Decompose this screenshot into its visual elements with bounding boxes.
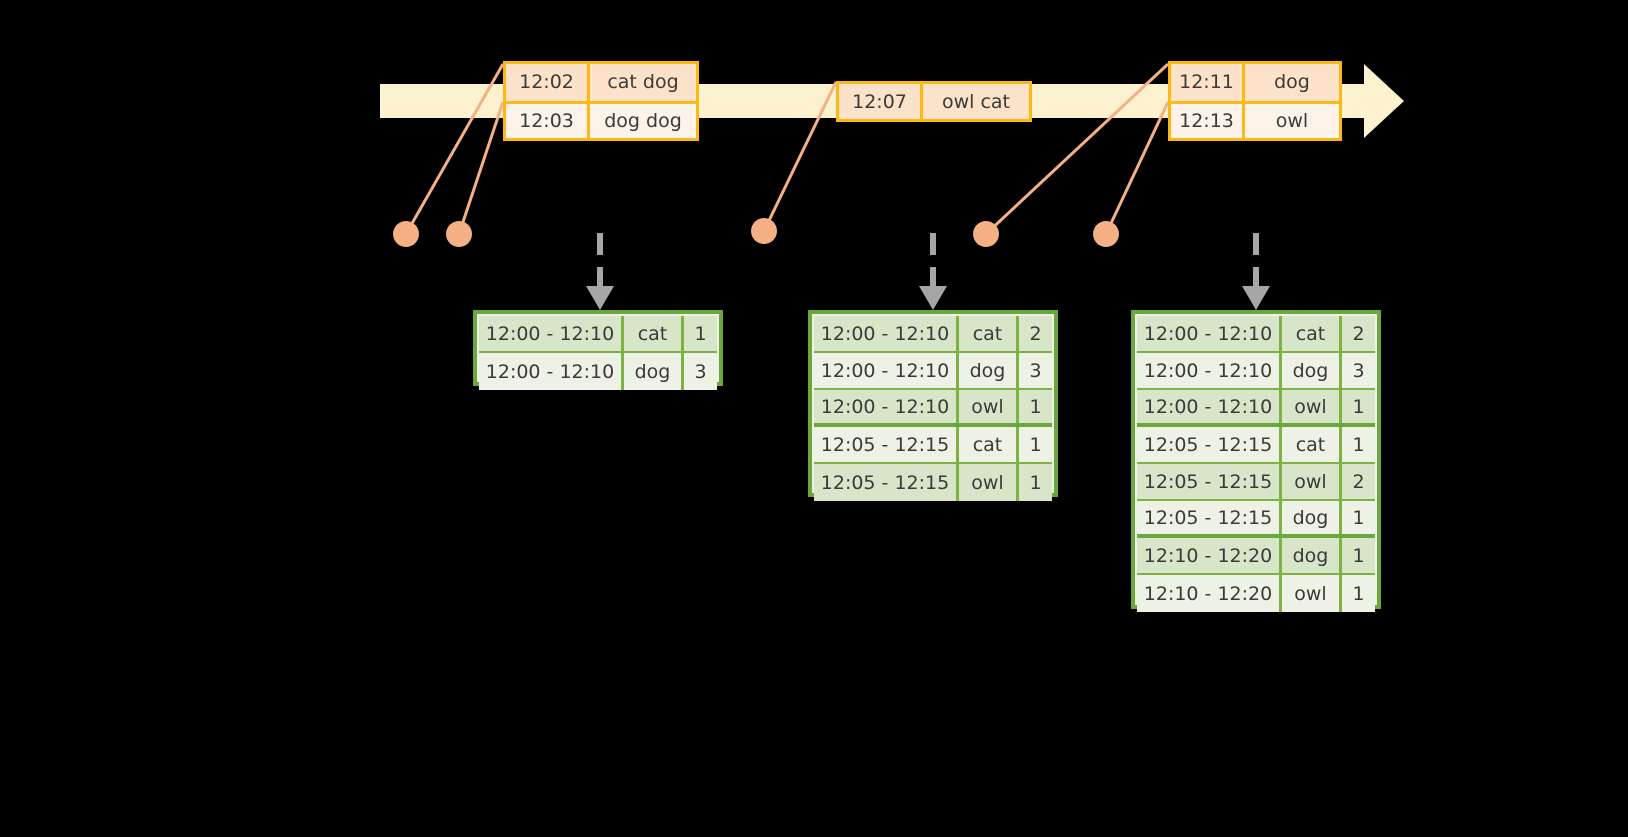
cell-count: 3 xyxy=(694,360,707,383)
cell-count: 2 xyxy=(1352,322,1365,345)
event-row[interactable]: 12:02 cat dog xyxy=(506,64,696,101)
dashed-arrow-heads xyxy=(586,286,1270,310)
cell-key: dog xyxy=(959,353,1019,388)
cell-key: owl xyxy=(1282,464,1342,499)
event-value: owl cat xyxy=(941,90,1011,113)
cell-window: 12:00 - 12:10 xyxy=(814,316,959,351)
cell-key: cat xyxy=(1282,316,1342,351)
cell-count: 1 xyxy=(1352,395,1365,418)
event-time: 12:07 xyxy=(839,84,923,119)
event-row[interactable]: 12:03 dog dog xyxy=(506,100,696,138)
event-value: dog xyxy=(1274,71,1310,94)
cell-window: 12:00 - 12:10 xyxy=(479,353,624,390)
cell-window: 12:00 - 12:10 xyxy=(814,390,959,423)
cell-key: cat xyxy=(959,427,1019,462)
event-group-2[interactable]: 12:07 owl cat xyxy=(836,81,1032,122)
cell-count: 1 xyxy=(1352,506,1365,529)
cell-key: cat xyxy=(624,316,684,351)
event-time: 12:13 xyxy=(1171,103,1245,138)
cell-window: 12:05 - 12:15 xyxy=(814,427,959,462)
dot-1213 xyxy=(1093,221,1119,247)
cell-key: dog xyxy=(1282,501,1342,534)
event-value: dog dog xyxy=(604,109,682,132)
cell-key: dog xyxy=(1282,353,1342,388)
cell-window: 12:05 - 12:15 xyxy=(1137,501,1282,534)
dot-1203 xyxy=(446,221,472,247)
cell-key: dog xyxy=(1282,538,1342,573)
cell-count: 1 xyxy=(1352,544,1365,567)
event-group-3[interactable]: 12:11 dog 12:13 owl xyxy=(1168,61,1342,141)
event-value: owl xyxy=(1275,109,1309,132)
event-row[interactable]: 12:13 owl xyxy=(1171,100,1339,138)
cell-count: 1 xyxy=(1352,582,1365,605)
cell-window: 12:05 - 12:15 xyxy=(814,464,959,501)
cell-key: cat xyxy=(1282,427,1342,462)
event-row[interactable]: 12:11 dog xyxy=(1171,64,1339,101)
cell-window: 12:10 - 12:20 xyxy=(1137,575,1282,612)
cell-window: 12:00 - 12:10 xyxy=(1137,353,1282,388)
dashed-arrows xyxy=(597,233,1259,288)
cell-count: 1 xyxy=(1352,433,1365,456)
event-time: 12:03 xyxy=(506,103,590,138)
cell-count: 1 xyxy=(1029,395,1042,418)
cell-key: owl xyxy=(959,464,1019,501)
event-time: 12:11 xyxy=(1171,64,1245,101)
cell-count: 1 xyxy=(1029,471,1042,494)
cell-window: 12:00 - 12:10 xyxy=(814,353,959,388)
cell-key: owl xyxy=(1282,575,1342,612)
cell-window: 12:00 - 12:10 xyxy=(1137,390,1282,423)
event-value: cat dog xyxy=(607,71,679,94)
cell-window: 12:05 - 12:15 xyxy=(1137,427,1282,462)
cell-count: 2 xyxy=(1352,470,1365,493)
cell-key: dog xyxy=(624,353,684,390)
cell-window: 12:00 - 12:10 xyxy=(479,316,624,351)
cell-count: 1 xyxy=(1029,433,1042,456)
dot-1202 xyxy=(393,221,419,247)
dot-1207 xyxy=(751,218,777,244)
cell-key: owl xyxy=(959,390,1019,423)
cell-count: 3 xyxy=(1029,359,1042,382)
cell-window: 12:10 - 12:20 xyxy=(1137,538,1282,573)
cell-window: 12:05 - 12:15 xyxy=(1137,464,1282,499)
event-time: 12:02 xyxy=(506,64,590,101)
event-row[interactable]: 12:07 owl cat xyxy=(839,84,1029,119)
cell-key: owl xyxy=(1282,390,1342,423)
cell-count: 2 xyxy=(1029,322,1042,345)
event-group-1[interactable]: 12:02 cat dog 12:03 dog dog xyxy=(503,61,699,141)
cell-window: 12:00 - 12:10 xyxy=(1137,316,1282,351)
dot-1211 xyxy=(973,221,999,247)
cell-count: 1 xyxy=(694,322,707,345)
cell-count: 3 xyxy=(1352,359,1365,382)
event-dots xyxy=(393,218,1119,247)
cell-key: cat xyxy=(959,316,1019,351)
